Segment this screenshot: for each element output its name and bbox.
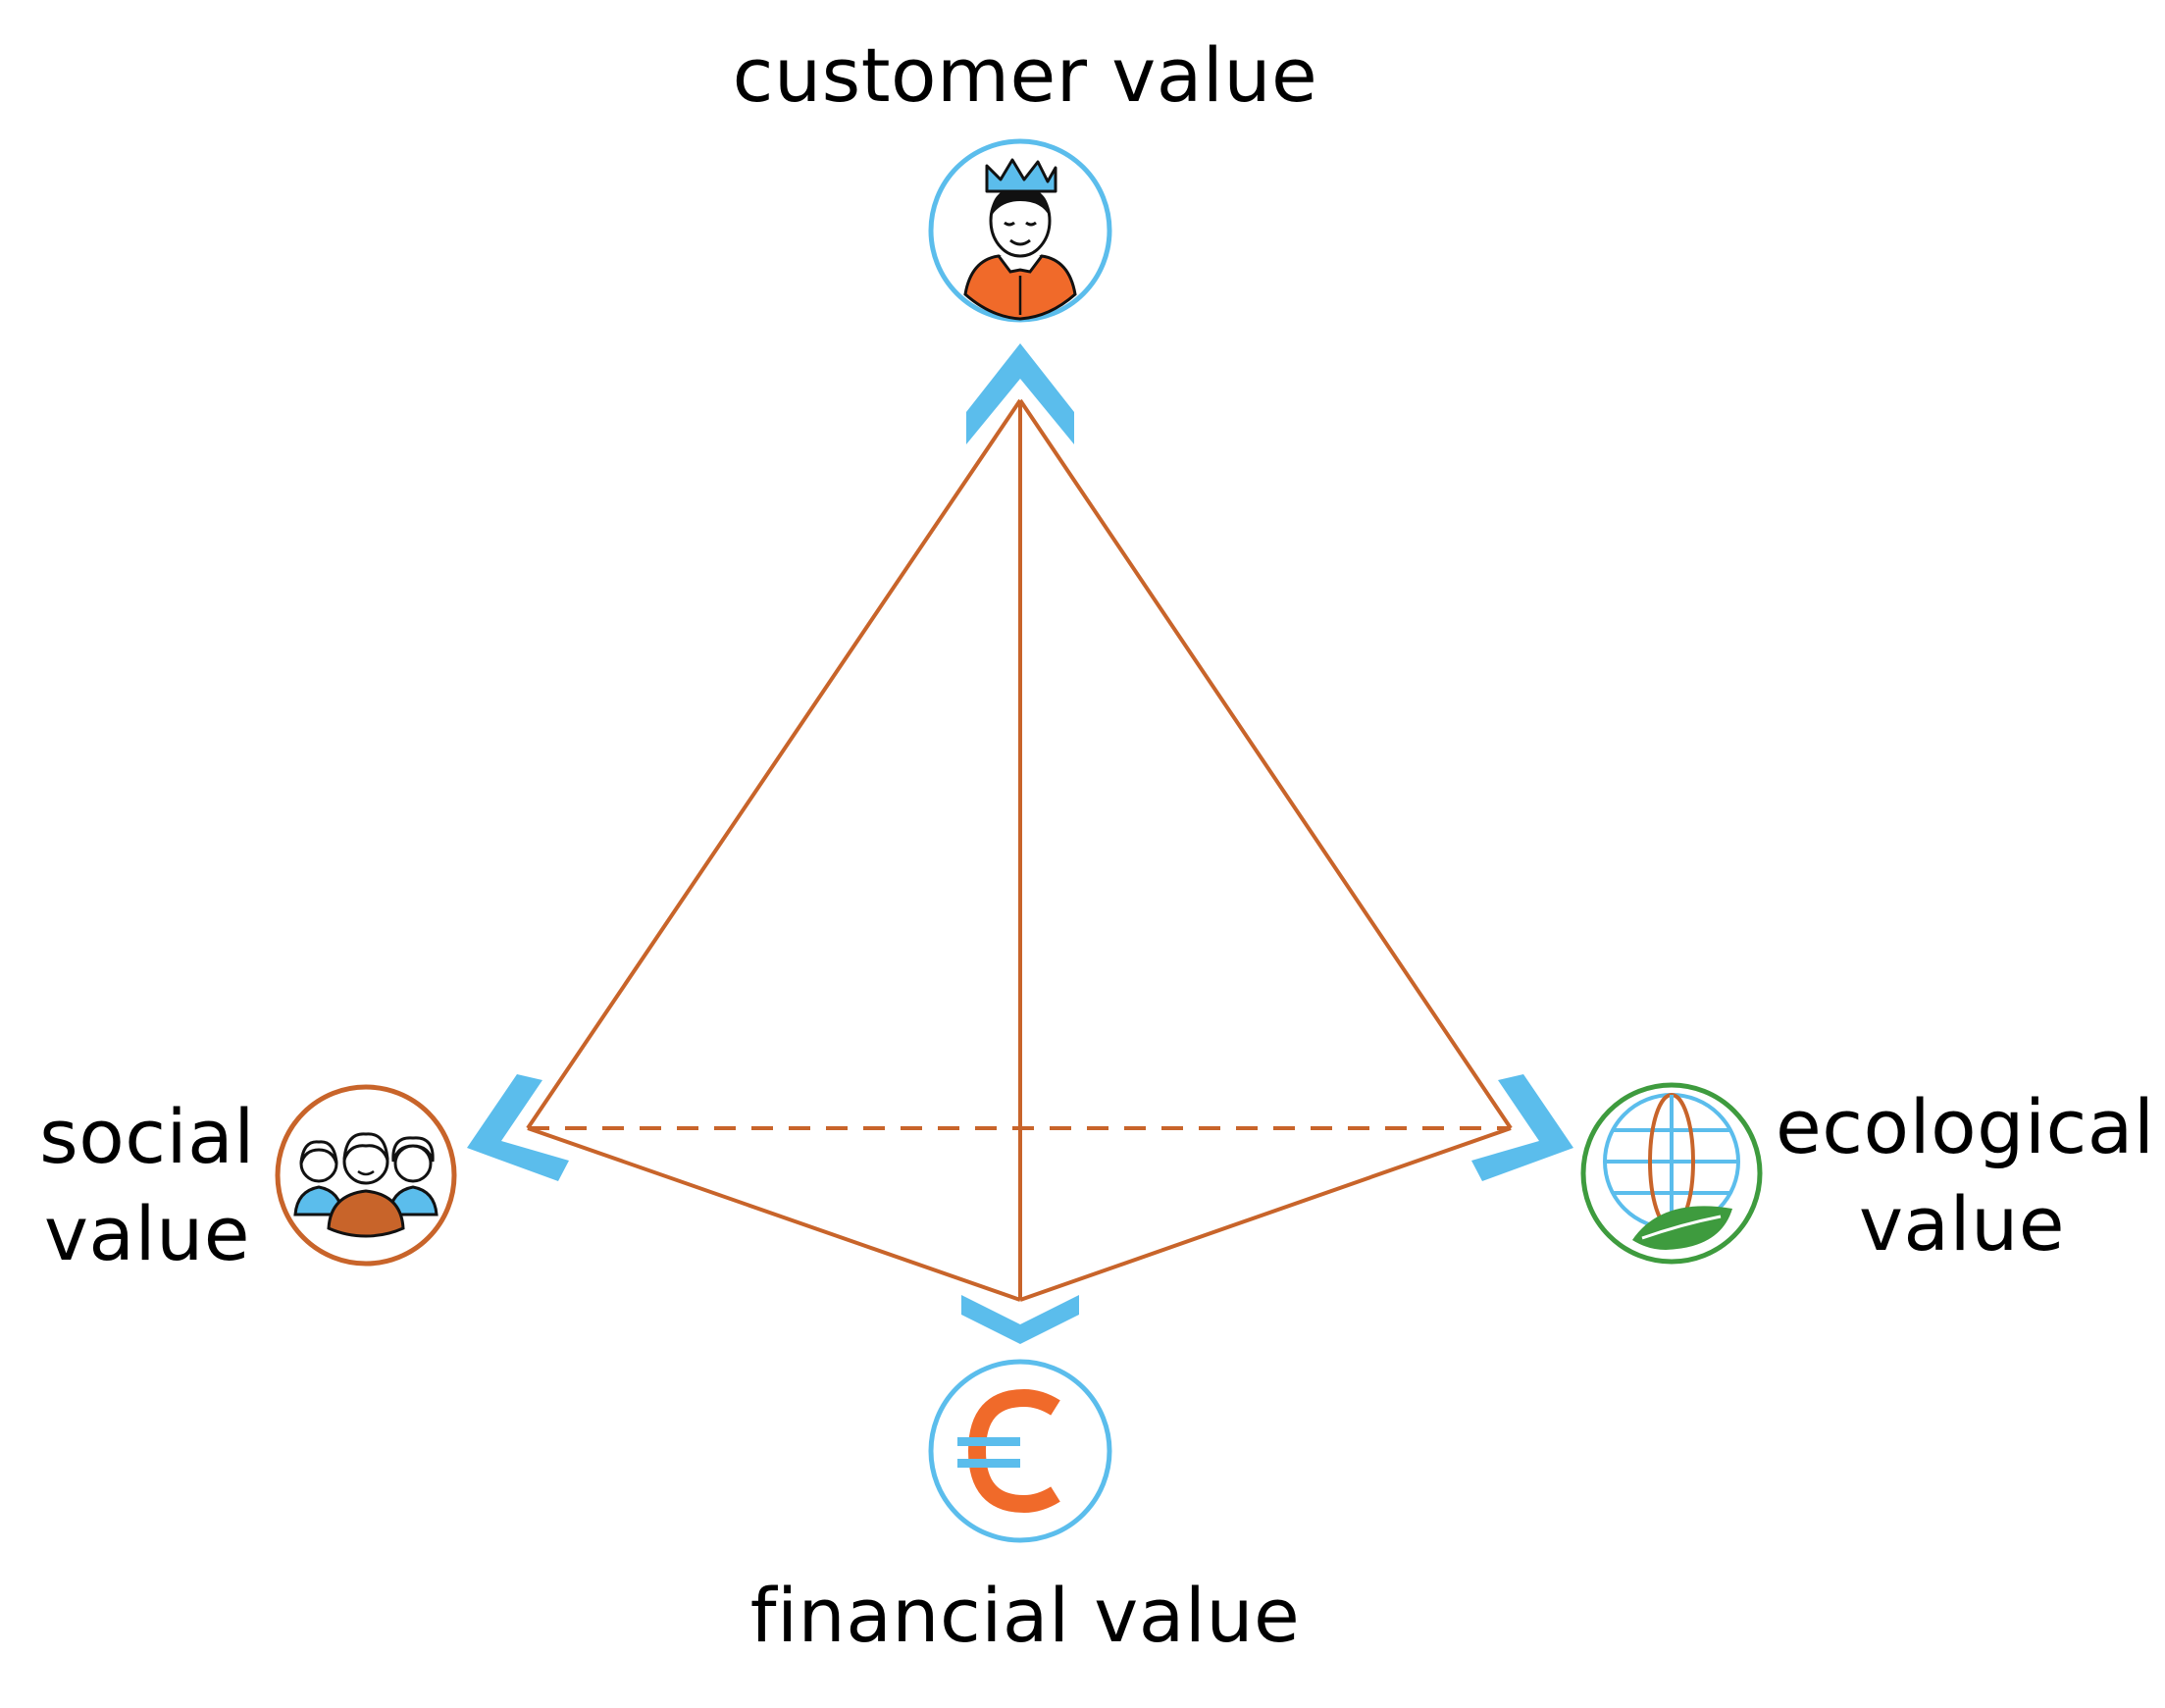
ecological-value-label: ecological value — [1776, 1079, 2155, 1273]
edge-left-bottom — [527, 1126, 1021, 1302]
ecological-value-line2: value — [1858, 1179, 2066, 1268]
customer-value-text: customer value — [732, 31, 1318, 119]
social-value-label: social value — [39, 1089, 255, 1283]
financial-value-label: financial value — [0, 1568, 2050, 1665]
edge-apex-right — [1018, 398, 1513, 1130]
financial-value-text: financial value — [749, 1572, 1301, 1659]
chevrons — [467, 343, 1573, 1344]
pyramid-edges — [526, 398, 1513, 1302]
people-group-icon — [275, 1084, 457, 1267]
edge-apex-left — [526, 398, 1022, 1130]
ecological-value-line1: ecological — [1776, 1083, 2155, 1170]
customer-value-label: customer value — [0, 27, 2050, 125]
chevron-up-icon — [966, 343, 1074, 444]
social-value-line2: value — [43, 1189, 251, 1277]
globe-leaf-icon — [1580, 1082, 1763, 1265]
euro-icon — [928, 1359, 1112, 1543]
edge-right-bottom — [1019, 1126, 1512, 1302]
king-customer-icon — [928, 138, 1112, 323]
chevron-down-icon — [961, 1295, 1079, 1344]
chevron-right-icon — [1471, 1074, 1573, 1181]
chevron-left-icon — [467, 1074, 569, 1181]
social-value-line1: social — [39, 1093, 255, 1180]
